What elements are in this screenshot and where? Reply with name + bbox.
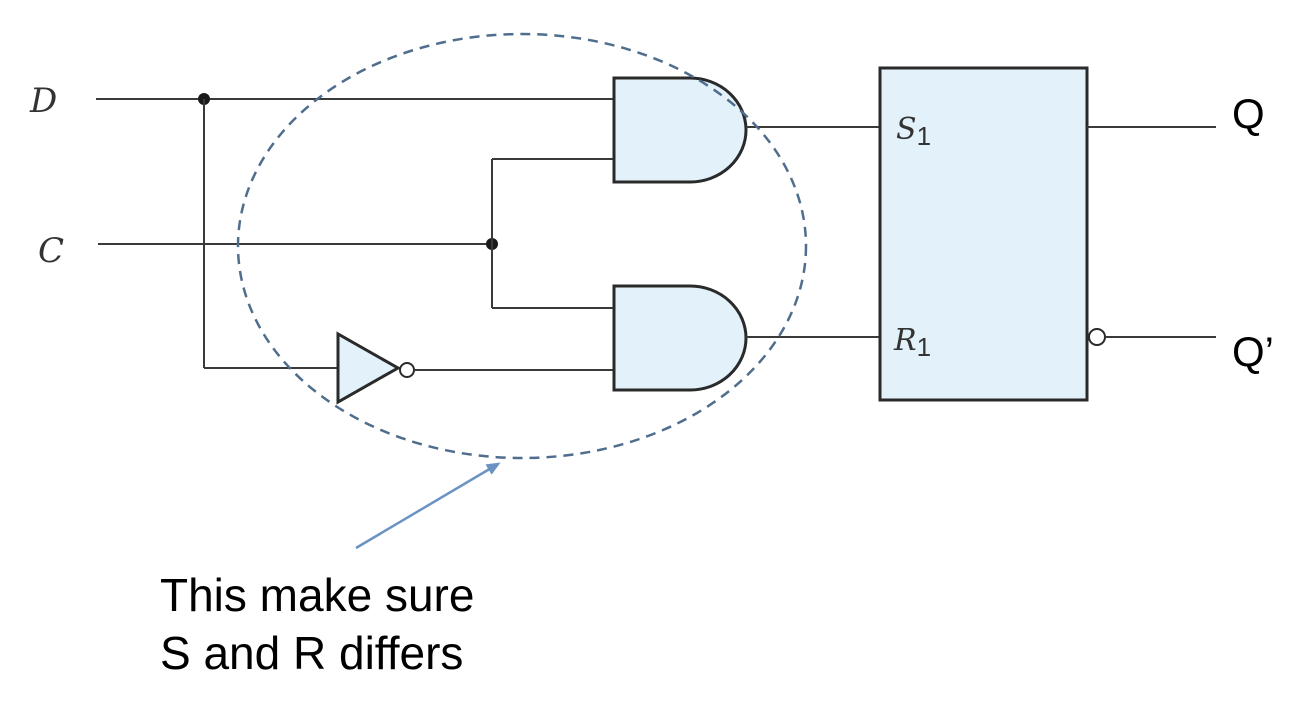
input-c-label: C bbox=[38, 231, 64, 271]
q-bar-bubble bbox=[1088, 328, 1106, 346]
latch-r-label: R1 bbox=[893, 323, 931, 362]
annotation-text: This make sure S and R differs bbox=[160, 566, 474, 682]
annotation-line-1: This make sure bbox=[160, 569, 475, 621]
input-d-label: D bbox=[29, 81, 57, 121]
inverter-gate bbox=[336, 331, 402, 405]
output-q-bar-label: Q’ bbox=[1232, 328, 1274, 375]
highlight-ellipse bbox=[236, 32, 808, 460]
inverter-bubble bbox=[399, 362, 415, 378]
latch-s-label: S1 bbox=[896, 112, 931, 151]
annotation-line-2: S and R differs bbox=[160, 627, 464, 679]
output-q-label: Q bbox=[1232, 90, 1265, 137]
sr-latch-box bbox=[878, 66, 1089, 402]
annotation-arrow bbox=[355, 462, 501, 550]
and-gate-upper bbox=[612, 76, 748, 184]
and-gate-lower bbox=[612, 284, 748, 392]
